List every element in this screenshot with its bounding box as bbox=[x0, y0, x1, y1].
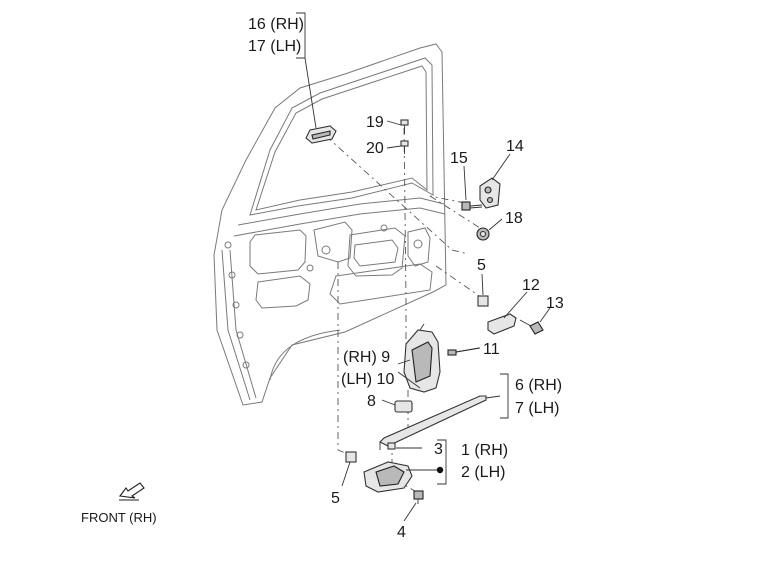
callout-9-rh: (RH) 9 bbox=[343, 349, 390, 366]
part-inside-handle bbox=[305, 125, 337, 144]
callout-14: 14 bbox=[506, 138, 524, 155]
part-lock-9-10 bbox=[403, 323, 441, 393]
callout-1-rh: 1 (RH) bbox=[461, 442, 508, 459]
part-handle-1-2 bbox=[363, 461, 413, 493]
callout-16-rh: 16 (RH) bbox=[248, 16, 304, 33]
part-link-12 bbox=[487, 313, 517, 335]
front-label: FRONT (RH) bbox=[81, 510, 157, 525]
callout-5-lower: 5 bbox=[331, 490, 340, 507]
callout-13: 13 bbox=[546, 295, 564, 312]
callout-5-upper: 5 bbox=[477, 257, 486, 274]
part-screw-19 bbox=[400, 119, 409, 134]
callout-6-rh: 6 (RH) bbox=[515, 377, 562, 394]
part-screw-4 bbox=[413, 490, 424, 504]
callout-4: 4 bbox=[397, 524, 406, 541]
part-pad-8 bbox=[394, 400, 413, 413]
callout-3: 3 bbox=[434, 441, 443, 458]
callout-11: 11 bbox=[483, 341, 500, 358]
callout-2-lh: 2 (LH) bbox=[461, 464, 505, 481]
door-panel bbox=[213, 43, 447, 406]
front-arrow-icon bbox=[118, 482, 145, 501]
front-indicator: FRONT (RH) bbox=[81, 482, 157, 525]
leader-lines bbox=[296, 12, 551, 522]
callout-19: 19 bbox=[366, 114, 384, 131]
part-screw-20 bbox=[400, 140, 409, 154]
part-bolt-13 bbox=[519, 319, 544, 335]
callout-8: 8 bbox=[367, 393, 376, 410]
callout-7-lh: 7 (LH) bbox=[515, 400, 559, 417]
part-pin-3 bbox=[387, 442, 396, 450]
callout-20: 20 bbox=[366, 140, 384, 157]
part-bracket-14 bbox=[479, 177, 501, 209]
callout-18: 18 bbox=[505, 210, 523, 227]
part-bolt-15 bbox=[461, 201, 483, 211]
assembly-lines bbox=[325, 127, 486, 495]
callout-10-lh: (LH) 10 bbox=[341, 371, 394, 388]
part-clip-5-upper bbox=[477, 295, 489, 307]
part-clip-5-lower bbox=[345, 451, 357, 463]
callout-17-lh: 17 (LH) bbox=[248, 38, 301, 55]
part-nut-18 bbox=[476, 227, 490, 241]
bullet-marker bbox=[436, 466, 444, 474]
callout-labels: 16 (RH) 17 (LH) 19 20 15 14 18 5 12 13 1… bbox=[248, 16, 564, 541]
callout-12: 12 bbox=[522, 277, 540, 294]
callout-15: 15 bbox=[450, 150, 468, 167]
